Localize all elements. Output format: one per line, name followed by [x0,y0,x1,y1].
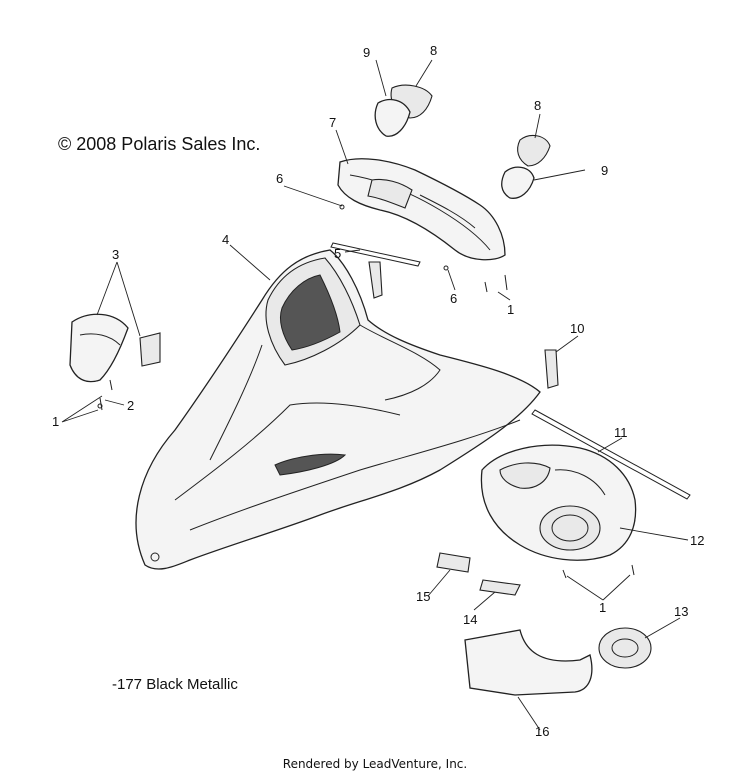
callout-numbers: 9 8 7 8 9 6 4 5 3 6 1 10 2 1 11 12 15 1 … [52,43,704,739]
copyright-text: © 2008 Polaris Sales Inc. [58,134,261,154]
bezel-trim-right [517,134,551,167]
callout-9-right: 9 [601,163,608,178]
callout-6-left: 6 [276,171,283,186]
footer-credit: Rendered by LeadVenture, Inc. [282,757,468,771]
callout-1-upper: 1 [507,302,514,317]
clip-small [368,261,383,299]
decal-part-14 [479,579,521,596]
long-trim-strip [531,409,691,500]
callout-3: 3 [112,247,119,262]
callout-2: 2 [127,398,134,413]
callout-16: 16 [535,724,549,739]
callout-9-upper: 9 [363,45,370,60]
liner-part-16 [464,629,593,696]
callout-6-right: 6 [450,291,457,306]
callout-11: 11 [614,425,628,440]
callout-14: 14 [463,612,477,627]
lens-cover-right [501,166,535,199]
trim-strip [330,242,421,267]
lens-cover-upper [374,98,411,137]
leader-lines [61,59,689,731]
decal-part-15 [436,552,471,573]
callout-4: 4 [222,232,229,247]
callout-1-left: 1 [52,414,59,429]
clip-part-10 [544,349,559,389]
callout-5: 5 [334,246,341,261]
side-panel-part [69,313,161,383]
hood-part [135,249,541,570]
callout-15: 15 [416,589,430,604]
callout-7: 7 [329,115,336,130]
callout-10: 10 [570,321,584,336]
callout-8-upper: 8 [430,43,437,58]
callout-8-right: 8 [534,98,541,113]
grommet-part [598,627,652,669]
callout-12: 12 [690,533,704,548]
callout-1-lower: 1 [599,600,606,615]
console-part [337,158,506,261]
color-note: -177 Black Metallic [112,676,238,693]
storage-tub-part [480,444,637,561]
fasteners [97,204,635,579]
callout-13: 13 [674,604,688,619]
